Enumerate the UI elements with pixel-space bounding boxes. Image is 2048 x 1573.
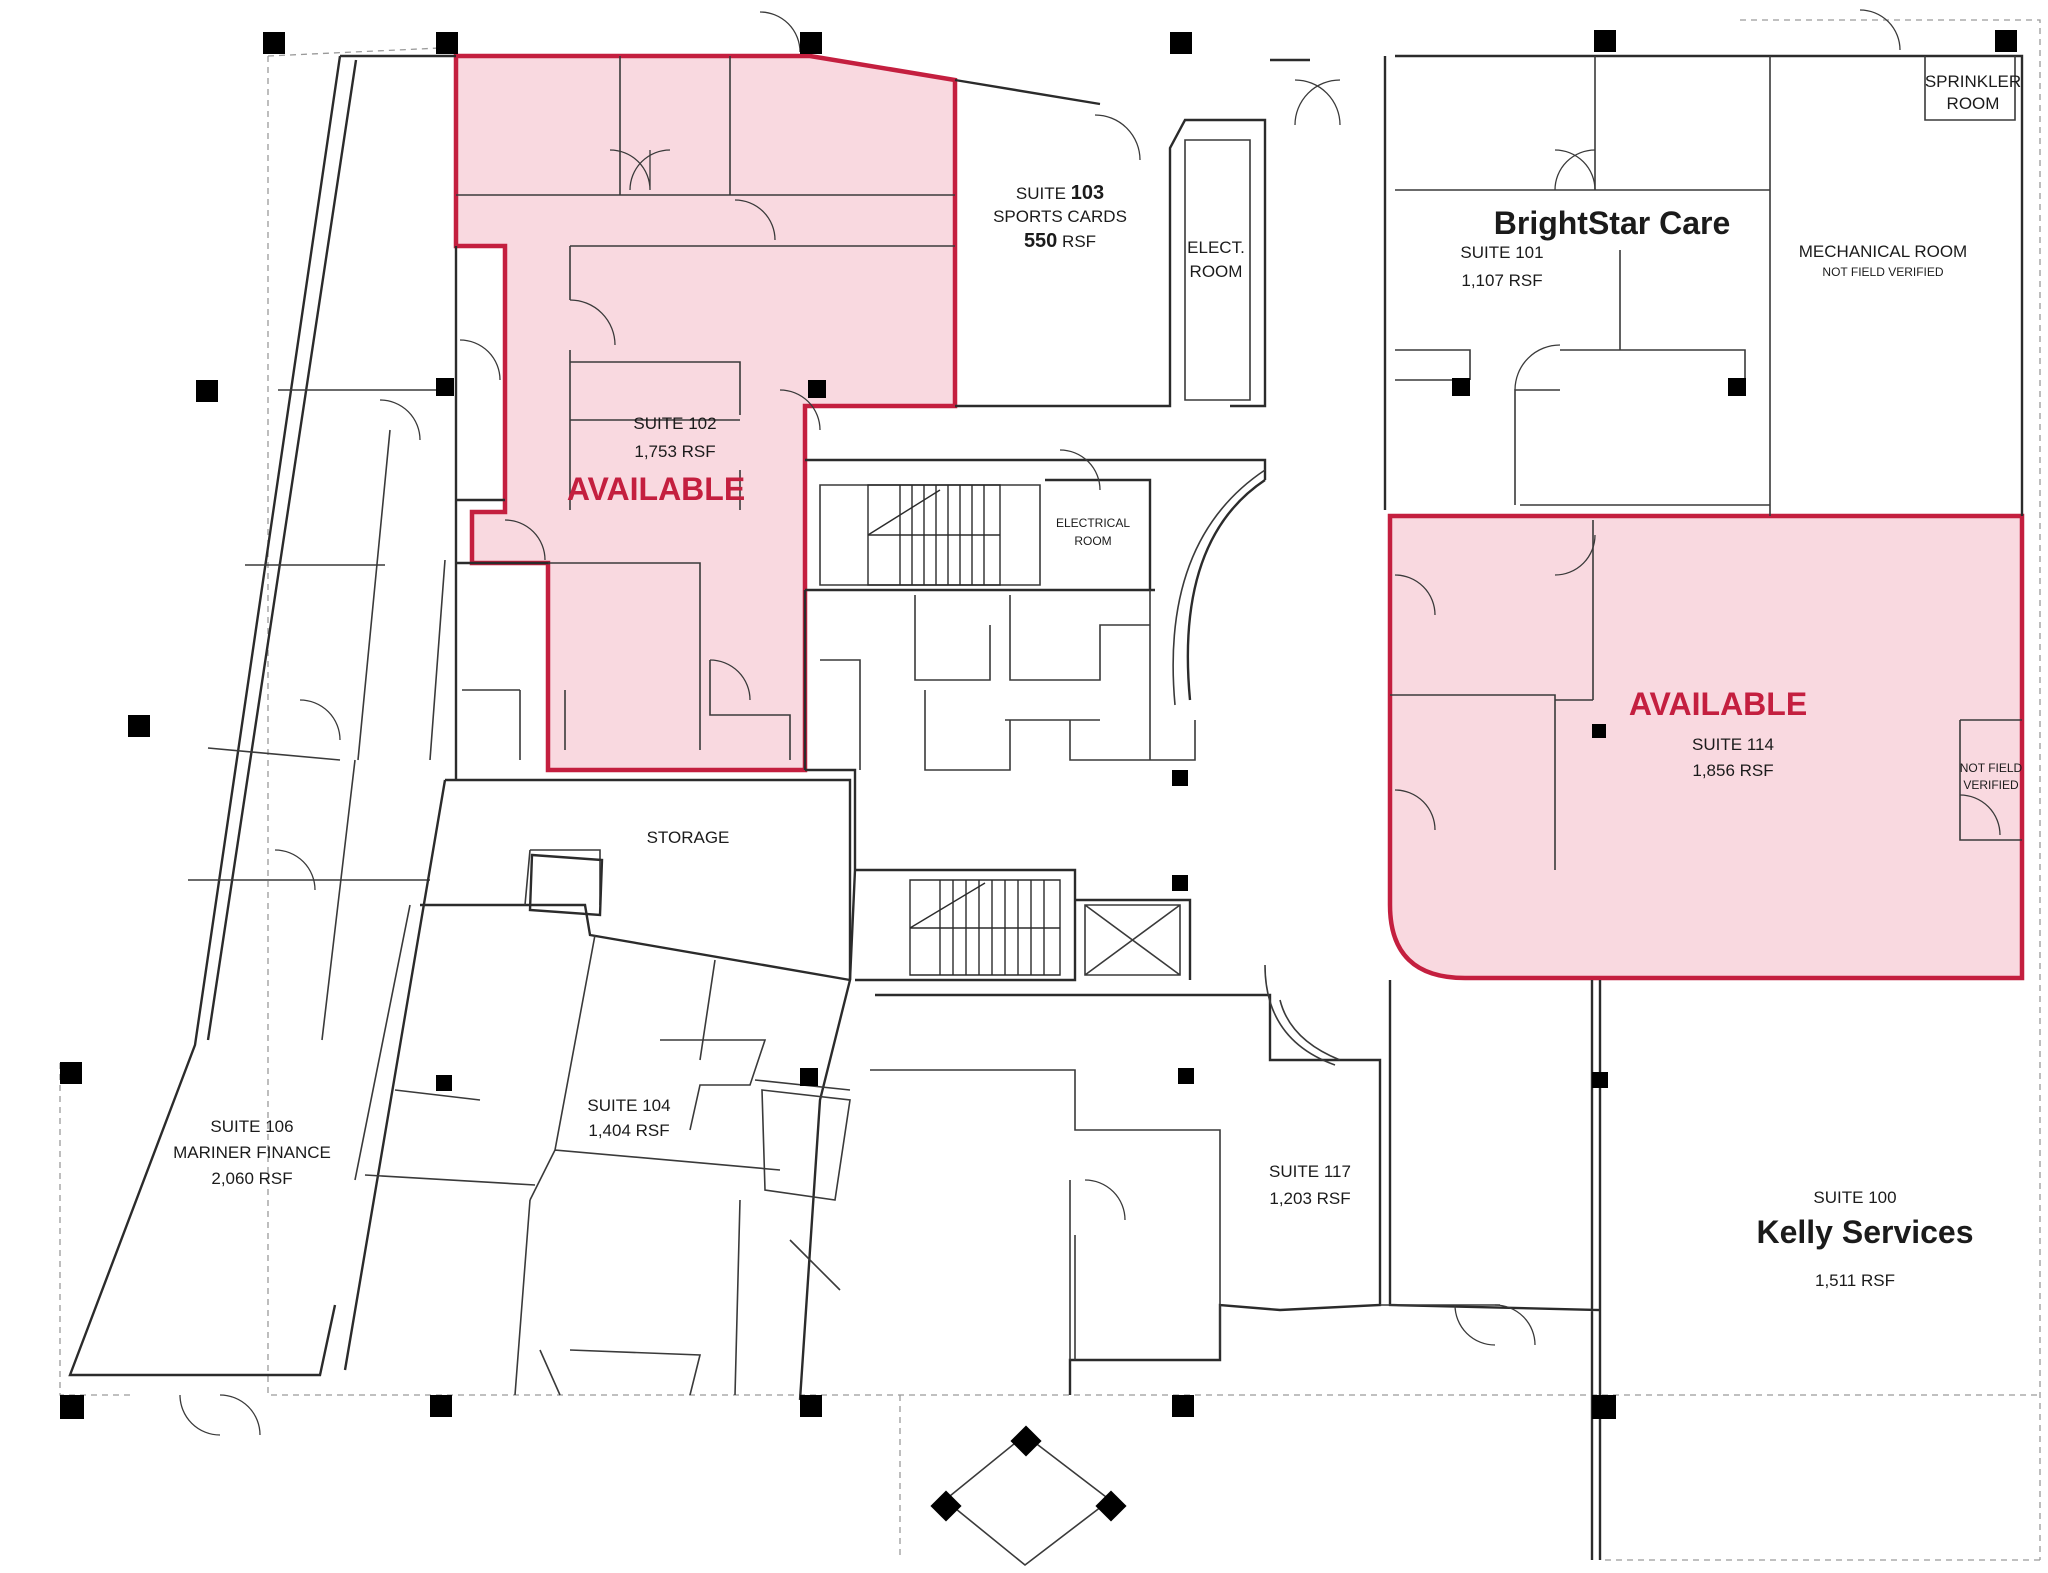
svg-text:BrightStar Care: BrightStar Care	[1494, 205, 1731, 241]
walls	[68, 54, 2024, 1567]
svg-text:SUITE 104: SUITE 104	[587, 1096, 670, 1115]
svg-text:STORAGE: STORAGE	[647, 828, 730, 847]
label-suite-100: SUITE 100 Kelly Services 1,511 RSF	[1756, 1188, 1973, 1290]
svg-text:1,107 RSF: 1,107 RSF	[1461, 271, 1542, 290]
label-storage: STORAGE	[647, 828, 730, 847]
suite-114-available-area[interactable]	[1387, 513, 2025, 981]
svg-text:NOT FIELD VERIFIED: NOT FIELD VERIFIED	[1822, 265, 1943, 279]
label-suite-102: SUITE 102 1,753 RSF AVAILABLE	[567, 414, 745, 507]
label-suite-114: AVAILABLE SUITE 114 1,856 RSF NOT FIELD …	[1629, 686, 2023, 792]
svg-text:SUITE 106: SUITE 106	[210, 1117, 293, 1136]
label-electrical-room: ELECTRICAL ROOM	[1056, 516, 1130, 548]
svg-text:1,404 RSF: 1,404 RSF	[588, 1121, 669, 1140]
svg-text:ELECTRICAL: ELECTRICAL	[1056, 516, 1130, 530]
label-mechanical-room: MECHANICAL ROOM NOT FIELD VERIFIED	[1799, 242, 1967, 279]
svg-text:MECHANICAL ROOM: MECHANICAL ROOM	[1799, 242, 1967, 261]
stair-upper	[867, 484, 1001, 586]
suite-102-status: AVAILABLE	[567, 471, 745, 507]
svg-text:ELECT.: ELECT.	[1187, 238, 1245, 257]
doors	[179, 9, 2001, 1436]
stair-lower	[909, 879, 1061, 976]
svg-text:SUITE 100: SUITE 100	[1813, 1188, 1896, 1207]
suite-114-status: AVAILABLE	[1629, 686, 1807, 722]
label-sprinkler-room: SPRINKLER ROOM	[1925, 72, 2021, 113]
svg-text:SPRINKLER: SPRINKLER	[1925, 72, 2021, 91]
svg-text:ROOM: ROOM	[1947, 94, 2000, 113]
suite-102-available-area[interactable]	[453, 53, 958, 773]
label-suite-101: BrightStar Care SUITE 101 1,107 RSF	[1460, 205, 1730, 290]
svg-text:ROOM: ROOM	[1190, 262, 1243, 281]
svg-text:SUITE 101: SUITE 101	[1460, 243, 1543, 262]
svg-text:1,511 RSF: 1,511 RSF	[1815, 1271, 1895, 1290]
svg-text:NOT FIELD: NOT FIELD	[1960, 761, 2023, 775]
svg-text:1,753 RSF: 1,753 RSF	[634, 442, 715, 461]
svg-text:ROOM: ROOM	[1074, 534, 1111, 548]
svg-text:Kelly Services: Kelly Services	[1756, 1214, 1973, 1250]
svg-text:SPORTS CARDS: SPORTS CARDS	[993, 207, 1127, 226]
label-elect-room: ELECT. ROOM	[1187, 238, 1245, 281]
svg-text:SUITE 103: SUITE 103	[1016, 182, 1104, 204]
svg-text:VERIFIED: VERIFIED	[1963, 778, 2019, 792]
label-suite-106: SUITE 106 MARINER FINANCE 2,060 RSF	[173, 1117, 331, 1188]
label-suite-104: SUITE 104 1,404 RSF	[587, 1096, 670, 1140]
svg-text:1,203 RSF: 1,203 RSF	[1269, 1189, 1350, 1208]
label-suite-117: SUITE 117 1,203 RSF	[1269, 1162, 1351, 1208]
svg-text:SUITE 117: SUITE 117	[1269, 1162, 1351, 1181]
svg-text:2,060 RSF: 2,060 RSF	[211, 1169, 292, 1188]
svg-text:SUITE 114: SUITE 114	[1692, 735, 1774, 754]
svg-text:SUITE 102: SUITE 102	[633, 414, 716, 433]
label-suite-103: SUITE 103 SPORTS CARDS 550 RSF	[993, 182, 1127, 252]
svg-text:550 RSF: 550 RSF	[1024, 230, 1096, 252]
svg-text:MARINER FINANCE: MARINER FINANCE	[173, 1143, 331, 1162]
svg-text:1,856 RSF: 1,856 RSF	[1692, 761, 1773, 780]
